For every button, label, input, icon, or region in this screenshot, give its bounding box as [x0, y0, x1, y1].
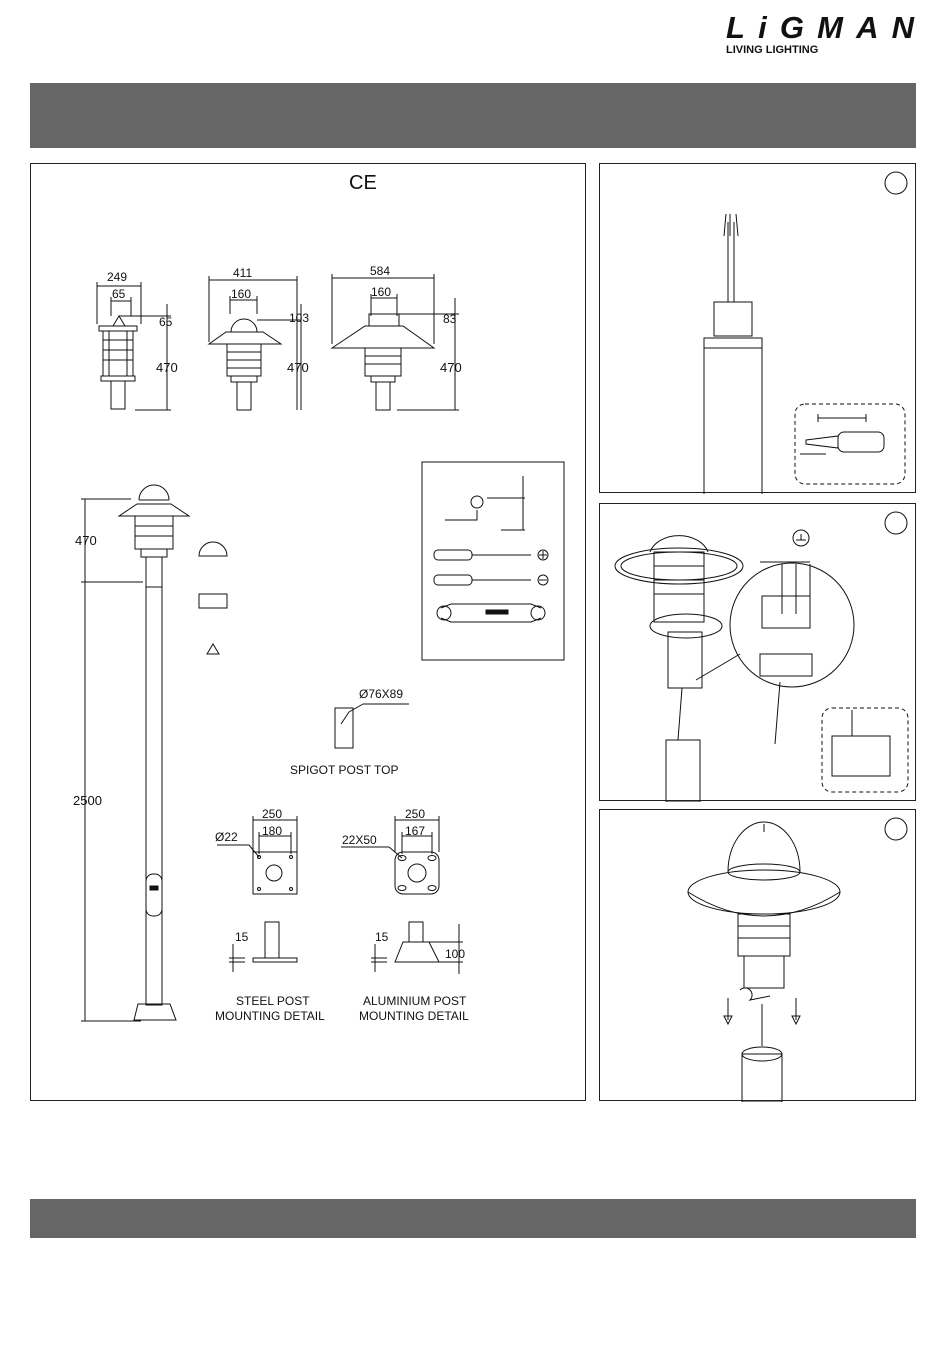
step-1-panel: [599, 163, 916, 493]
steel-base-plan: [217, 816, 297, 894]
dome-symbol: [199, 542, 227, 556]
brand-tagline: LIVING LIGHTING: [726, 44, 818, 56]
dimensions-panel: CE 249 65 65 470: [30, 163, 586, 1101]
triangle-symbol: [207, 644, 219, 654]
svg-text:160: 160: [231, 287, 251, 301]
step-number-circle: [885, 512, 907, 534]
svg-text:250: 250: [262, 807, 282, 821]
svg-text:411: 411: [233, 266, 252, 280]
svg-text:22X50: 22X50: [342, 833, 377, 847]
footer-bar: [30, 1199, 916, 1238]
step-2-panel: [599, 503, 916, 801]
lantern-large-elevation: [332, 274, 459, 410]
ce-mark: CE: [349, 172, 377, 194]
post-elevation: [81, 485, 189, 1021]
tools-box: [422, 462, 564, 660]
lantern-small-elevation: [97, 282, 171, 410]
svg-text:470: 470: [156, 360, 178, 375]
svg-text:167: 167: [405, 824, 425, 838]
svg-text:15: 15: [375, 930, 389, 944]
brand-name: LiGMAN: [726, 10, 915, 45]
svg-text:2500: 2500: [73, 793, 102, 808]
svg-text:15: 15: [235, 930, 249, 944]
cable-prep-illustration: [600, 164, 917, 494]
svg-text:ALUMINIUM POST: ALUMINIUM POST: [363, 994, 467, 1008]
dimension-drawing: CE 249 65 65 470: [31, 164, 587, 1102]
spigot-detail: [335, 704, 409, 748]
svg-text:MOUNTING DETAIL: MOUNTING DETAIL: [359, 1009, 469, 1023]
step-3-panel: [599, 809, 916, 1101]
phillips-screwdriver-icon: [434, 550, 548, 560]
svg-text:Ø22: Ø22: [215, 830, 238, 844]
spanner-icon: [437, 604, 545, 622]
svg-text:250: 250: [405, 807, 425, 821]
svg-text:SPIGOT POST TOP: SPIGOT POST TOP: [290, 763, 398, 777]
svg-text:65: 65: [159, 315, 173, 329]
svg-text:Ø76X89: Ø76X89: [359, 687, 403, 701]
hex-key-icon: [445, 476, 525, 530]
svg-text:584: 584: [370, 264, 390, 278]
svg-text:470: 470: [440, 360, 462, 375]
mounting-illustration: [600, 810, 917, 1102]
svg-text:470: 470: [75, 533, 97, 548]
svg-text:249: 249: [107, 270, 127, 284]
plate-symbol: [199, 594, 227, 608]
flat-screwdriver-icon: [434, 575, 548, 585]
ligman-logo: LiGMAN LIVING LIGHTING: [724, 8, 918, 58]
svg-text:83: 83: [443, 312, 457, 326]
step-number-circle: [885, 818, 907, 840]
header-bar: [30, 83, 916, 148]
svg-text:103: 103: [289, 311, 309, 325]
step-number-circle: [885, 172, 907, 194]
wiring-illustration: [600, 504, 917, 802]
svg-text:180: 180: [262, 824, 282, 838]
svg-text:MOUNTING DETAIL: MOUNTING DETAIL: [215, 1009, 325, 1023]
svg-text:470: 470: [287, 360, 309, 375]
lantern-medium-elevation: [209, 276, 301, 410]
svg-text:65: 65: [112, 287, 126, 301]
svg-text:100: 100: [445, 947, 465, 961]
svg-text:STEEL POST: STEEL POST: [236, 994, 310, 1008]
svg-text:160: 160: [371, 285, 391, 299]
